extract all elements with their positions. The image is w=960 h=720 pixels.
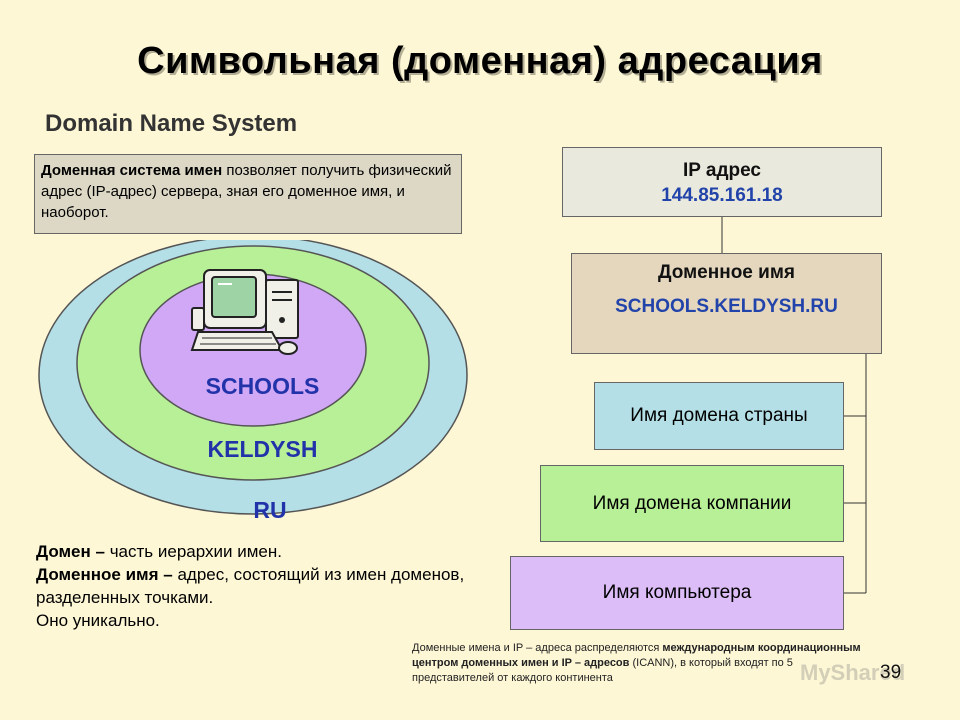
def-domain-text: часть иерархии имен. [104,542,282,561]
slide-subtitle: Domain Name System [45,110,298,137]
footnote-bold: международным координационным центром до… [412,642,861,669]
ip-address-box: IP адрес 144.85.161.18 [562,147,882,217]
domain-rings-diagram [38,240,468,515]
label-ru: RU [253,497,287,523]
description-bold: Доменная система имен [41,162,223,179]
footnote-part1: Доменные имена и IP – адреса распределяю… [412,642,663,654]
def-unique-text: Оно уникально. [36,611,160,630]
def-domain-name-term: Доменное имя – [36,565,173,584]
ip-address-title: IP адрес [682,160,761,181]
label-schools: SCHOOLS [205,373,320,399]
computer-name-box: Имя компьютера [510,556,844,630]
domain-name-box: Доменное имя SCHOOLS.KELDYSH.RU [571,253,882,354]
def-domain-name-text: адрес, состоящий из имен доменов, раздел… [36,565,465,607]
page-number: 39 [880,662,902,683]
definitions-text: Домен – часть иерархии имен. Доменное им… [36,540,481,632]
watermark-logo: MyShared [800,660,906,685]
description-text: позволяет получить физический адрес (IP-… [41,162,452,221]
computer-icon [190,269,299,355]
country-domain-box: Имя домена страны [594,382,844,450]
description-box: Доменная система имен позволяет получить… [34,154,462,234]
slide-title: Символьная (доменная) адресация [137,40,823,82]
ip-address-value: 144.85.161.18 [661,185,783,206]
def-domain-term: Домен – [36,542,105,561]
label-keldysh: KELDYSH [207,436,318,462]
company-domain-box: Имя домена компании [540,465,844,542]
domain-name-title: Доменное имя [658,262,795,283]
footnote: Доменные имена и IP – адреса распределяю… [412,641,862,686]
footnote-part2: (ICANN), в который входят по 5 представи… [412,657,793,684]
domain-name-value: SCHOOLS.KELDYSH.RU [615,296,838,317]
